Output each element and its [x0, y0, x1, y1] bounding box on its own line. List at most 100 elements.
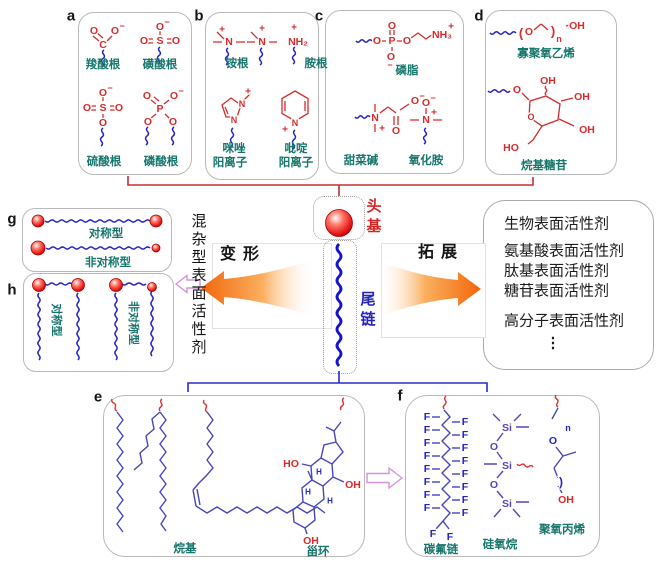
atom-label: N [422, 114, 430, 126]
hybrid-outline-arrow [174, 274, 201, 294]
wavy-chain [291, 46, 297, 65]
label-pyridinium-1: 吡啶 [284, 143, 308, 155]
expand-list-item: 氨基酸表面活性剂 [504, 242, 625, 260]
panel-letter-a: a [66, 7, 76, 25]
atom-label: − [178, 86, 183, 96]
wavy-chain [100, 49, 106, 68]
atom-label: O [90, 25, 98, 37]
atom-label: HO [283, 458, 299, 470]
tail-variant-outline-arrow [366, 466, 404, 490]
atom-label: O [490, 479, 498, 491]
wavy-chain [44, 282, 73, 286]
atom-label: F [462, 455, 469, 467]
wavy-chains [37, 31, 559, 468]
atom-label: ( [519, 26, 524, 41]
panel-c-structures [374, 30, 442, 132]
panel-letter-d: d [474, 7, 484, 25]
label-imidazolium-1: 咪唑 [222, 143, 246, 155]
panel-letter-f: f [397, 387, 403, 405]
wavy-chain [554, 394, 559, 408]
wavy-chain [291, 129, 297, 150]
atom-label: H [316, 468, 322, 477]
head-groups-bracket [127, 176, 534, 196]
atom-label: F [462, 481, 469, 493]
panel-b-box [205, 12, 319, 180]
wavy-chain [487, 89, 511, 93]
expand-list-item: 肽基表面活性剂 [504, 262, 610, 280]
panel-letter-c: c [314, 7, 324, 25]
atom-label: O [388, 20, 396, 32]
atom-label: O [387, 51, 395, 63]
atom-label: C [99, 39, 107, 51]
atom-label: ) [559, 475, 563, 489]
atom-label: F [462, 429, 469, 441]
label-sulfate: 硫酸根 [86, 156, 122, 168]
atom-label: OH [579, 124, 595, 136]
atom-label: N [231, 115, 238, 125]
tail-chain-label: 尾链 [358, 291, 376, 331]
panel-f-structures [435, 407, 577, 530]
panel-a-structures [91, 31, 172, 119]
wavy-chain [354, 115, 371, 119]
atom-label: F [424, 463, 431, 475]
atom-label: Si [502, 422, 512, 434]
label-carboxylate: 羧酸根 [85, 59, 121, 71]
atom-label: + [291, 23, 297, 34]
label-fluorocarbon-chain: 碳氟链 [423, 544, 459, 556]
atom-label: + [282, 125, 288, 136]
atom-label: ) [551, 24, 555, 39]
label-symmetric-bola: 对称型 [88, 228, 124, 240]
atom-label: O [403, 35, 411, 47]
atom-label: P [156, 103, 163, 115]
wavy-chain [335, 243, 343, 367]
atom-label: O [99, 117, 107, 129]
atom-label: − [107, 83, 112, 93]
label-polyoxypropylene: 聚氧丙烯 [539, 524, 585, 536]
label-imidazolium-2: 阳离子 [212, 157, 248, 169]
atom-label: + [259, 24, 265, 35]
transform-label: 变形 [219, 246, 267, 263]
wavy-chain [516, 463, 534, 468]
atom-label: + [379, 124, 385, 135]
panel-e-structures [116, 411, 345, 535]
atom-label: − [419, 91, 424, 101]
atom-label: O [143, 90, 151, 102]
wavy-chain [150, 290, 154, 357]
atom-label: O [99, 87, 107, 99]
atom-label: HO [503, 142, 519, 154]
atom-label: H [305, 488, 311, 497]
expand-list-item: 高分子表面活性剂 [504, 312, 625, 330]
panel-letter-g: g [7, 210, 17, 228]
ellipsis: ⋮ [545, 334, 561, 352]
atom-label: O [115, 102, 123, 114]
panel-b-structures [213, 31, 309, 122]
label-steroid-ring: 甾环 [306, 546, 330, 558]
panel-d-structures [521, 23, 575, 145]
wavy-chain [158, 398, 163, 412]
atom-label: N [371, 112, 379, 124]
label-pyridinium-2: 阳离子 [278, 157, 314, 169]
wavy-chain [258, 47, 264, 66]
atom-label: O [170, 90, 178, 102]
atom-label: F [424, 437, 431, 449]
atom-label: F [424, 502, 431, 514]
atom-label: O [411, 95, 419, 107]
transform-arrow [201, 260, 313, 316]
label-asymmetric-gemini: 非对称型 [127, 301, 139, 345]
panel-f-box [405, 395, 600, 557]
head-group-label: 头基 [364, 198, 382, 238]
atom-label: NH₃ [432, 29, 452, 41]
label-phospholipid: 磷脂 [395, 65, 419, 77]
wavy-chain [489, 31, 517, 35]
atom-label: OH [303, 535, 319, 547]
atom-label: O [144, 116, 152, 128]
expand-list-item: 生物表面活性剂 [504, 215, 610, 233]
atom-label: O [156, 21, 164, 33]
head-group-dashed-box [313, 196, 365, 240]
atom-label: F [462, 442, 469, 454]
atom-label: + [219, 25, 225, 36]
atom-label: N [225, 36, 233, 48]
atom-label: O [83, 102, 91, 114]
atom-label: + [245, 87, 251, 98]
